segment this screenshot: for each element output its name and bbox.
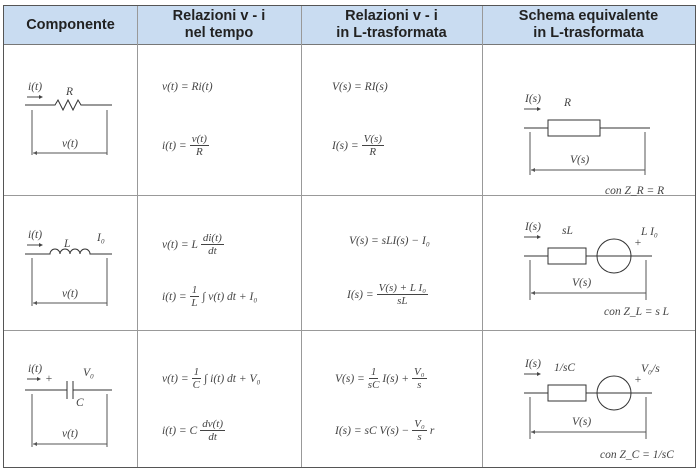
rows-2-s1-num2: V₀	[412, 366, 427, 379]
rows-0-t2-num: v(t)	[189, 133, 209, 146]
headers-c4b: in L-trasformata	[533, 25, 644, 41]
rows-2-comp-plus: +	[45, 373, 53, 385]
headers-c4a: Schema equivalente	[518, 8, 659, 24]
rows-1-eq-z: con Z_L = s L	[604, 306, 669, 318]
rows-2-t1-den: C	[192, 379, 201, 391]
rows-2-s1-den: sC	[367, 379, 380, 391]
rows-1-comp-init: I₀	[96, 232, 105, 244]
schema-inductor: I(s) sL +L I₀ V(s) con Z_L = s L	[524, 221, 669, 318]
rows-2-t1-lhs: v(t) =	[162, 372, 189, 385]
formula-r-s1: V(s) = RI(s)	[332, 81, 388, 93]
rows-2-s1-den2: s	[417, 379, 422, 391]
headers-c3b: in L-trasformata	[336, 25, 447, 41]
rows-2-comp-init: V₀	[83, 367, 94, 379]
rows-1-t2-num: 1	[189, 284, 200, 297]
rows-0-eq-volt: V(s)	[570, 154, 589, 166]
resistor-diagram: i(t) R v(t)	[25, 81, 112, 155]
rows-1-t1-den: dt	[208, 245, 217, 257]
rows-1-eq-volt: V(s)	[572, 277, 591, 289]
rows-0-eq-z: con Z_R = R	[605, 185, 664, 197]
rows-1-t2-lhs: i(t) =	[162, 290, 187, 303]
rows-1-comp-volt: v(t)	[62, 288, 78, 300]
capacitor-diagram: i(t) + V₀ C v(t)	[25, 363, 112, 447]
rows-0-eq-cur: I(s)	[524, 93, 541, 105]
rows-0-s1-lhs: V(s) = RI(s)	[332, 81, 388, 93]
rows-1-s2-num: V(s) + L I₀	[376, 282, 429, 295]
rows-1-eq-box: sL	[562, 225, 573, 237]
headers-c3a: Relazioni v - i	[345, 8, 438, 24]
rows-1-s2-lhs: I(s) =	[347, 288, 374, 301]
rows-0-comp-sym: R	[65, 86, 73, 98]
svg-text:+: +	[634, 237, 642, 249]
rows-0-s2-num: V(s)	[361, 133, 384, 146]
headers-c1: Componente	[26, 16, 115, 33]
rows-2-s1-num: 1	[368, 366, 379, 379]
table-header	[4, 6, 695, 45]
rows-1-t1-lhs: v(t) = L	[162, 238, 198, 251]
rows-2-s2-rhs: r	[429, 424, 435, 437]
schema-capacitor: I(s) 1/sC +V₀/s V(s) con Z_C = 1/sC	[524, 358, 674, 461]
rows-2-eq-src: V₀/s	[641, 363, 660, 375]
rows-2-s2-num: V₀	[412, 418, 427, 431]
rows-0-eq-box: R	[563, 97, 571, 109]
rows-2-comp-cur: i(t)	[28, 363, 42, 375]
svg-text:+: +	[634, 374, 642, 386]
schema-resistor: I(s) R V(s) con Z_R = R	[524, 93, 664, 197]
rows-1-t2-rhs: ∫ v(t) dt + I₀	[202, 290, 258, 303]
rows-2-s1-mid: I(s) +	[382, 372, 410, 385]
rows-2-t2-num: dv(t)	[200, 418, 225, 431]
rows-0-comp-cur: i(t)	[28, 81, 42, 93]
inductor-diagram: i(t) L I₀ v(t)	[25, 229, 112, 306]
rows-2-s2-den: s	[417, 431, 422, 443]
rows-0-s2-den: R	[369, 146, 377, 158]
rows-0-t2-den: R	[195, 146, 203, 158]
rows-2-eq-volt: V(s)	[572, 416, 591, 428]
rows-1-t1-num: di(t)	[200, 232, 224, 245]
headers-c2a: Relazioni v - i	[172, 8, 266, 24]
rows-0-t2-lhs: i(t) =	[162, 139, 187, 152]
rows-2-comp-volt: v(t)	[62, 428, 78, 440]
rows-0-s2-lhs: I(s) =	[332, 139, 359, 152]
rows-1-eq-src: L I₀	[640, 226, 658, 238]
rows-2-t1-num: 1	[191, 366, 202, 379]
rows-2-comp-sym: C	[76, 397, 84, 409]
header-componente: Componente	[4, 6, 137, 44]
formula-l-s1: V(s) = sLI(s) − I₀	[349, 235, 430, 247]
formula-r-t1: v(t) = Ri(t)	[162, 81, 213, 93]
formula-r-s2: I(s) =V(s)R	[332, 133, 384, 158]
rows-1-t2-den: L	[191, 297, 198, 309]
formula-r-t2: i(t) =v(t)R	[162, 133, 209, 158]
rows-2-eq-cur: I(s)	[524, 358, 541, 370]
rows-1-eq-cur: I(s)	[524, 221, 541, 233]
rows-1-s2-den: sL	[397, 295, 408, 307]
rows-1-comp-sym: L	[63, 238, 70, 250]
rows-2-eq-z: con Z_C = 1/sC	[600, 449, 674, 461]
rows-2-t2-den: dt	[208, 431, 217, 443]
headers-c2b: nel tempo	[184, 25, 254, 41]
rows-1-comp-cur: i(t)	[28, 229, 42, 241]
rows-1-s1-lhs: V(s) = sLI(s) − I₀	[349, 235, 430, 247]
rows-2-eq-box: 1/sC	[554, 362, 575, 374]
rows-0-comp-volt: v(t)	[62, 138, 78, 150]
rows-2-t2-lhs: i(t) = C	[162, 424, 198, 437]
rows-0-t1-lhs: v(t) = Ri(t)	[162, 81, 213, 93]
rows-2-t1-rhs: ∫ i(t) dt + V₀	[204, 372, 261, 385]
rows-2-s2-lhs: I(s) = sC V(s) −	[335, 424, 410, 437]
rows-2-s1-lhs: V(s) =	[335, 372, 365, 385]
